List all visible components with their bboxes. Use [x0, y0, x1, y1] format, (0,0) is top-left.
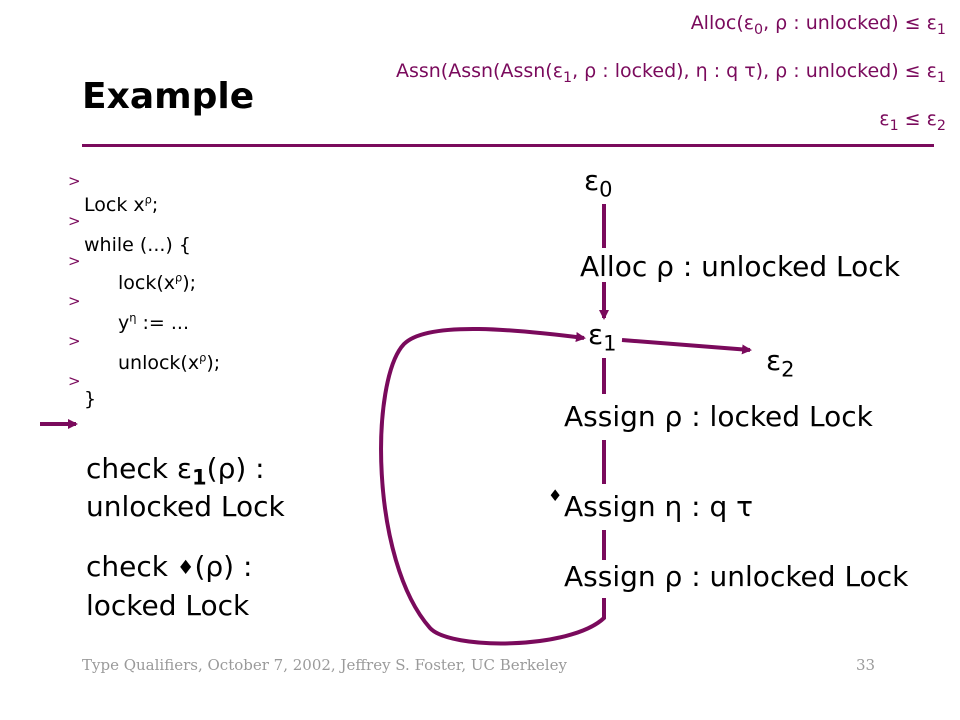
constraint-text: , ρ : unlocked) ≤	[763, 12, 927, 34]
title-divider	[82, 144, 934, 147]
subscript: 1	[936, 21, 946, 38]
alloc-step: Alloc ρ : unlocked Lock	[580, 250, 900, 283]
code-text: y	[118, 312, 130, 334]
check-annotation-2: check ♦(ρ) : locked Lock	[86, 548, 252, 625]
code-line: yη := ...	[118, 312, 189, 334]
superscript: ρ	[199, 350, 207, 365]
constraint-order: ε1 ≤ ε2	[879, 108, 946, 133]
connector-arrow	[621, 338, 752, 355]
bullet-marker: >	[68, 332, 81, 350]
assign-eta-step: Assign η : q τ	[564, 490, 754, 523]
code-line: unlock(xρ);	[118, 352, 220, 374]
check-line: locked Lock	[86, 589, 250, 622]
loop-back-arrow	[379, 327, 606, 646]
diamond-icon: ♦	[176, 556, 195, 579]
check-text: check	[86, 550, 177, 583]
check-line: unlocked Lock	[86, 490, 285, 523]
epsilon-symbol: ε	[926, 108, 937, 130]
constraint-text: , ρ : locked), η : q τ), ρ : unlocked) ≤	[572, 60, 927, 82]
constraint-assign: Assn(Assn(Assn(ε1, ρ : locked), η : q τ)…	[395, 60, 946, 85]
epsilon-1-node: ε1	[588, 318, 617, 354]
subscript: 0	[754, 21, 764, 38]
subscript: 2	[781, 357, 795, 382]
epsilon-symbol: ε	[588, 318, 604, 351]
check-text: check	[86, 452, 177, 485]
assign-unlocked-step: Assign ρ : unlocked Lock	[564, 560, 909, 593]
assign-locked-step: Assign ρ : locked Lock	[564, 400, 873, 433]
bullet-marker: >	[68, 252, 81, 270]
subscript: 1	[563, 69, 573, 86]
check-text: (ρ) :	[206, 452, 265, 485]
constraint-text: ≤	[898, 108, 927, 130]
bullet-marker: >	[68, 372, 81, 390]
check-annotation-1: check ε1(ρ) : unlocked Lock	[86, 450, 285, 526]
epsilon-symbol: ε	[176, 452, 193, 485]
subscript: 1	[603, 331, 617, 356]
code-line: }	[84, 388, 97, 410]
constraint-alloc: Alloc(ε0, ρ : unlocked) ≤ ε1	[690, 12, 946, 37]
page-number: 33	[856, 656, 876, 674]
code-line: lock(xρ);	[118, 272, 196, 294]
constraint-text: Assn(Assn(Assn(	[395, 60, 553, 82]
code-text: lock(x	[118, 272, 176, 294]
code-text: unlock(x	[118, 352, 200, 374]
epsilon-symbol: ε	[879, 108, 890, 130]
epsilon-symbol: ε	[926, 60, 937, 82]
bullet-marker: >	[68, 292, 81, 310]
epsilon-symbol: ε	[584, 164, 600, 197]
constraint-text: Alloc(	[690, 12, 744, 34]
code-line: Lock xρ;	[84, 194, 158, 216]
subscript: 1	[889, 117, 899, 134]
code-line: while (...) {	[84, 234, 191, 256]
check-line: check ε1(ρ) :	[86, 450, 285, 488]
epsilon-symbol: ε	[552, 60, 563, 82]
epsilon-2-node: ε2	[766, 344, 795, 380]
slide-title: Example	[82, 76, 255, 117]
superscript: ρ	[144, 192, 152, 207]
superscript: ρ	[175, 270, 183, 285]
subscript: 1	[936, 69, 946, 86]
superscript: η	[129, 310, 137, 325]
code-text: := ...	[136, 312, 190, 334]
code-text: Lock x	[84, 194, 145, 216]
footer-text: Type Qualifiers, October 7, 2002, Jeffre…	[82, 656, 567, 674]
subscript: 1	[192, 465, 207, 490]
epsilon-symbol: ε	[766, 344, 782, 377]
check-line: check ♦(ρ) :	[86, 548, 252, 587]
subscript: 0	[599, 177, 613, 202]
code-text: );	[182, 272, 197, 294]
subscript: 2	[936, 117, 946, 134]
check-text: (ρ) :	[194, 550, 253, 583]
epsilon-0-node: ε0	[584, 164, 613, 200]
epsilon-symbol: ε	[926, 12, 937, 34]
bullet-marker: >	[68, 212, 81, 230]
epsilon-symbol: ε	[743, 12, 755, 34]
diamond-icon: ♦	[548, 486, 563, 505]
code-text: );	[206, 352, 221, 374]
code-text: ;	[151, 194, 159, 216]
bullet-marker: >	[68, 172, 81, 190]
